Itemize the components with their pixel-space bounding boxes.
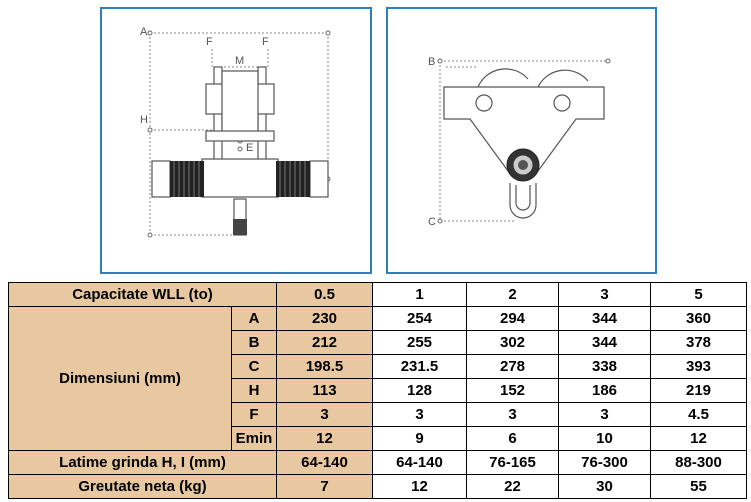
table-cell: 12 bbox=[650, 426, 747, 451]
row-key: F bbox=[231, 402, 277, 427]
label-F-right: F bbox=[262, 36, 269, 48]
table-cell: 378 bbox=[650, 330, 747, 355]
table-cell: 12 bbox=[372, 474, 467, 499]
table-cell: 3 bbox=[558, 282, 651, 307]
table-cell: 3 bbox=[558, 402, 651, 427]
table-row-net-weight: Greutate neta (kg) 7 12 22 30 55 bbox=[8, 474, 747, 499]
table-row-F: F 3 3 3 3 4.5 bbox=[9, 402, 747, 427]
table-cell: 5 bbox=[650, 282, 747, 307]
table-cell: 338 bbox=[558, 354, 651, 379]
table-row-A: Dimensiuni (mm) A 230 254 294 344 360 bbox=[8, 306, 747, 451]
table-row-capacity: Capacitate WLL (to) 0.5 1 2 3 5 bbox=[8, 282, 747, 307]
table-cell: 152 bbox=[466, 378, 559, 403]
net-weight-label: Greutate neta (kg) bbox=[8, 474, 277, 499]
table-cell: 212 bbox=[276, 330, 373, 355]
table-cell: 186 bbox=[558, 378, 651, 403]
table-cell: 4.5 bbox=[650, 402, 747, 427]
table-cell: 230 bbox=[276, 306, 373, 331]
table-cell: 254 bbox=[372, 306, 467, 331]
table-cell: 302 bbox=[466, 330, 559, 355]
table-cell: 231.5 bbox=[372, 354, 467, 379]
table-cell: 6 bbox=[466, 426, 559, 451]
table-cell: 2 bbox=[466, 282, 559, 307]
table-cell: 88-300 bbox=[650, 450, 747, 475]
table-cell: 9 bbox=[372, 426, 467, 451]
beam-width-label: Latime grinda H, I (mm) bbox=[8, 450, 277, 475]
trolley-side-drawing: B C bbox=[428, 56, 611, 228]
row-key: C bbox=[231, 354, 277, 379]
trolley-front-drawing: A F F M H E bbox=[140, 26, 331, 238]
table-cell: 64-140 bbox=[372, 450, 467, 475]
specifications-table: Capacitate WLL (to) 0.5 1 2 3 5 Dimensiu… bbox=[8, 282, 747, 499]
label-E: E bbox=[246, 142, 253, 154]
table-cell: 10 bbox=[558, 426, 651, 451]
table-cell: 113 bbox=[276, 378, 373, 403]
label-B: B bbox=[428, 56, 435, 68]
label-F-left: F bbox=[206, 36, 213, 48]
row-key: H bbox=[231, 378, 277, 403]
table-cell: 30 bbox=[558, 474, 651, 499]
table-cell: 360 bbox=[650, 306, 747, 331]
table-cell: 219 bbox=[650, 378, 747, 403]
table-cell: 64-140 bbox=[276, 450, 373, 475]
table-row-Emin: Emin 12 9 6 10 12 bbox=[9, 426, 747, 451]
row-key: Emin bbox=[231, 426, 277, 451]
label-M: M bbox=[235, 55, 244, 67]
row-key: B bbox=[231, 330, 277, 355]
table-cell: 7 bbox=[276, 474, 373, 499]
row-key: A bbox=[231, 306, 277, 331]
table-cell: 1 bbox=[372, 282, 467, 307]
table-cell: 255 bbox=[372, 330, 467, 355]
table-cell: 278 bbox=[466, 354, 559, 379]
table-cell: 22 bbox=[466, 474, 559, 499]
table-cell: 12 bbox=[276, 426, 373, 451]
label-C: C bbox=[428, 216, 436, 228]
table-cell: 294 bbox=[466, 306, 559, 331]
table-cell: 0.5 bbox=[276, 282, 373, 307]
side-view-panel: B C bbox=[386, 7, 657, 274]
table-cell: 128 bbox=[372, 378, 467, 403]
table-cell: 344 bbox=[558, 330, 651, 355]
label-A: A bbox=[140, 26, 148, 38]
table-cell: 344 bbox=[558, 306, 651, 331]
table-cell: 3 bbox=[466, 402, 559, 427]
front-view-panel: A F F M H E bbox=[100, 7, 372, 274]
table-cell: 55 bbox=[650, 474, 747, 499]
table-cell: 76-165 bbox=[466, 450, 559, 475]
table-row-beam-width: Latime grinda H, I (mm) 64-140 64-140 76… bbox=[8, 450, 747, 475]
table-cell: 3 bbox=[276, 402, 373, 427]
label-H: H bbox=[140, 114, 148, 126]
table-cell: 198.5 bbox=[276, 354, 373, 379]
table-row-H: H 113 128 152 186 219 bbox=[9, 378, 747, 403]
capacity-label: Capacitate WLL (to) bbox=[8, 282, 277, 307]
table-row-C: C 198.5 231.5 278 338 393 bbox=[9, 354, 747, 379]
table-cell: 76-300 bbox=[558, 450, 651, 475]
table-row-B: B 212 255 302 344 378 bbox=[9, 330, 747, 355]
table-cell: 3 bbox=[372, 402, 467, 427]
table-cell: 393 bbox=[650, 354, 747, 379]
dimensions-group-label: Dimensiuni (mm) bbox=[8, 306, 232, 451]
